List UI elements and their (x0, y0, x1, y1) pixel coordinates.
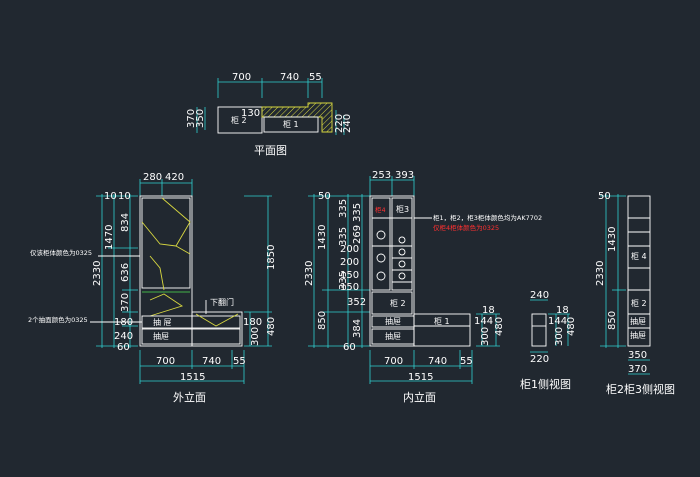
c1-dim-144: 144 (548, 316, 567, 327)
int-dim-b700: 700 (384, 356, 403, 367)
ext-dim-1470: 1470 (104, 225, 115, 250)
int-dim-269: 269 (352, 225, 363, 244)
ext-dim-834: 834 (120, 213, 131, 232)
cabinet1-side-view: 240 18 144 300 480 220 柜1侧视图 (520, 290, 577, 391)
plan-view: 700 740 55 柜 2 柜 1 130 370 350 220 240 平… (186, 72, 353, 157)
ext-dim-r180: 180 (243, 317, 262, 328)
c1-dim-240: 240 (530, 290, 549, 301)
c1-dim-18: 18 (556, 305, 569, 316)
ext-dim-b55: 55 (233, 356, 246, 367)
ext-drawer-1-label: 抽 屉 (153, 317, 172, 327)
int-dim-r18: 18 (482, 305, 495, 316)
int-dim-60: 60 (343, 342, 356, 353)
int-dim-850: 850 (317, 311, 328, 330)
int-dim-b740: 740 (428, 356, 447, 367)
int-drawer-2-label: 抽屉 (385, 331, 401, 341)
ext-dim-180: 180 (114, 317, 133, 328)
int-cabinet-1-label: 柜 1 (434, 316, 450, 326)
int-dim-2330: 2330 (304, 261, 315, 286)
cabinet1-side-title: 柜1侧视图 (520, 377, 571, 391)
int-dim-150a: 150 (340, 270, 359, 281)
int-dim-r480: 480 (494, 317, 505, 336)
ext-dim-420: 420 (165, 172, 184, 183)
int-dim-1430: 1430 (317, 225, 328, 250)
ext-dim-1850: 1850 (266, 245, 277, 270)
int-note-cabinet4-color: 仅柜4柜体颜色为0325 (433, 223, 499, 232)
int-dim-200b: 200 (340, 257, 359, 268)
c23-dim-1430: 1430 (607, 227, 618, 252)
c1-dim-480: 480 (566, 317, 577, 336)
c1-dim-220: 220 (530, 354, 549, 365)
plan-dim-240: 240 (342, 114, 353, 133)
int-dim-384: 384 (352, 319, 363, 338)
ext-dim-b700: 700 (156, 356, 175, 367)
int-dim-150b: 150 (340, 282, 359, 293)
ext-dim-b740: 740 (202, 356, 221, 367)
int-dim-352: 352 (347, 297, 366, 308)
cabinet23-side-view: 50 1430 2330 850 柜 4 柜 2 抽屉 抽屉 350 370 柜… (595, 191, 675, 396)
ext-dim-1515: 1515 (180, 372, 205, 383)
plan-dim-130: 130 (241, 108, 260, 119)
c23-cabinet-2-label: 柜 2 (631, 298, 647, 308)
plan-cabinet-1-label: 柜 1 (283, 119, 299, 129)
plan-dim-55: 55 (309, 72, 322, 83)
int-dim-253: 253 (372, 170, 391, 181)
ext-dim-60: 60 (117, 342, 130, 353)
plan-dim-700: 700 (232, 72, 251, 83)
ext-dim-r300: 300 (250, 327, 261, 346)
int-dim-r300: 300 (480, 327, 491, 346)
c23-dim-850: 850 (607, 311, 618, 330)
int-cabinet-2-label: 柜 2 (390, 298, 406, 308)
int-dim-r144: 144 (474, 316, 493, 327)
c23-cabinet-4-label: 柜 4 (631, 251, 647, 261)
int-note-cabinet-color: 柜1，柜2，柜3柜体颜色均为AK7702 (433, 213, 542, 222)
ext-note-drawer-color: 2个抽面颜色为0325 (28, 315, 88, 324)
int-dim-335d: 335 (338, 271, 349, 290)
int-drawer-1-label: 抽屉 (385, 316, 401, 326)
ext-dim-370: 370 (120, 293, 131, 312)
ext-dim-10a: 10 (104, 191, 117, 202)
cabinet23-side-title: 柜2柜3侧视图 (606, 382, 675, 396)
int-dim-335c: 335 (352, 203, 363, 222)
plan-dim-350: 350 (195, 109, 206, 128)
ext-flip-door-label: 下翻门 (210, 297, 234, 307)
exterior-elevation: 280 420 10 10 834 1470 636 2330 370 180 … (28, 172, 277, 404)
int-dim-335b: 335 (338, 227, 349, 246)
ext-dim-2330: 2330 (92, 261, 103, 286)
c23-drawer-1-label: 抽屉 (630, 316, 646, 326)
c23-drawer-2-label: 抽屉 (630, 330, 646, 340)
ext-dim-240: 240 (114, 331, 133, 342)
int-cabinet-3-red: 柜4 (375, 205, 386, 214)
exterior-title: 外立面 (173, 390, 206, 404)
int-dim-50: 50 (318, 191, 331, 202)
int-dim-335a: 335 (338, 199, 349, 218)
int-dim-b55: 55 (460, 356, 473, 367)
c23-dim-50: 50 (598, 191, 611, 202)
int-dim-200a: 200 (340, 244, 359, 255)
ext-dim-r480: 480 (266, 317, 277, 336)
plan-dim-220: 220 (334, 114, 345, 133)
c23-dim-370: 370 (628, 364, 647, 375)
c23-dim-350: 350 (628, 350, 647, 361)
int-cabinet-3-label: 柜3 (396, 204, 409, 214)
int-dim-1515: 1515 (408, 372, 433, 383)
plan-dim-740: 740 (280, 72, 299, 83)
ext-note-cabinet-color: 仅该柜体颜色为0325 (30, 248, 92, 257)
interior-elevation: 253 393 50 1430 2330 850 335 335 335 269… (304, 170, 542, 404)
plan-cabinet-2-label: 柜 2 (231, 115, 247, 125)
ext-drawer-2-label: 抽屉 (153, 331, 169, 341)
ext-dim-280: 280 (143, 172, 162, 183)
c23-dim-2330: 2330 (595, 261, 606, 286)
ext-dim-10b: 10 (118, 191, 131, 202)
interior-title: 内立面 (403, 390, 436, 404)
c1-dim-300: 300 (554, 327, 565, 346)
plan-view-title: 平面图 (254, 144, 287, 157)
plan-dim-370: 370 (186, 109, 197, 128)
ext-dim-636: 636 (120, 263, 131, 282)
int-dim-393: 393 (395, 170, 414, 181)
